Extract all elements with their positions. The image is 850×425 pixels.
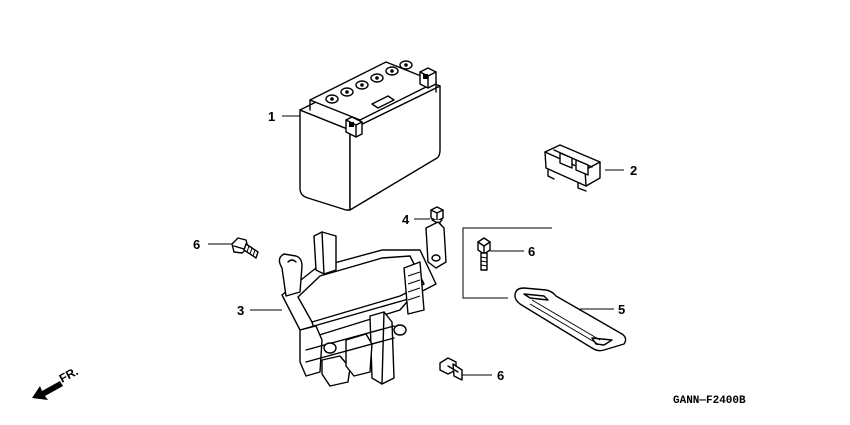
- battery-case-part[interactable]: [278, 221, 447, 387]
- inset-bracket: [462, 227, 552, 299]
- callout-battery: 1: [268, 109, 275, 124]
- callout-terminal-cover: 2: [630, 163, 637, 178]
- battery-band-part[interactable]: [514, 287, 627, 352]
- callout-bolt-left: 6: [193, 237, 200, 252]
- callout-bolt-bottom: 6: [497, 368, 504, 383]
- callout-labels: 1 2 3 4 5 6 6 6: [193, 109, 637, 383]
- terminal-cover-part[interactable]: [544, 144, 601, 192]
- battery-terminal-left: [345, 116, 363, 138]
- battery-terminal-right: [419, 67, 437, 89]
- front-arrow-icon: [32, 381, 63, 400]
- battery-caps: [325, 60, 413, 104]
- callout-battery-band: 5: [618, 302, 625, 317]
- battery-part[interactable]: [299, 60, 441, 211]
- bolt-inset-part[interactable]: [477, 237, 491, 271]
- callout-battery-case: 3: [237, 303, 244, 318]
- callout-terminal-bolt: 4: [402, 212, 410, 227]
- callout-bolt-inset: 6: [528, 244, 535, 259]
- bolt-left-part[interactable]: [231, 237, 259, 259]
- leader-lines: [208, 115, 624, 376]
- diagram-code: GANN—F2400B: [673, 395, 746, 407]
- bolt-bottom-part[interactable]: [439, 357, 463, 381]
- front-direction-indicator: FR.: [32, 364, 80, 400]
